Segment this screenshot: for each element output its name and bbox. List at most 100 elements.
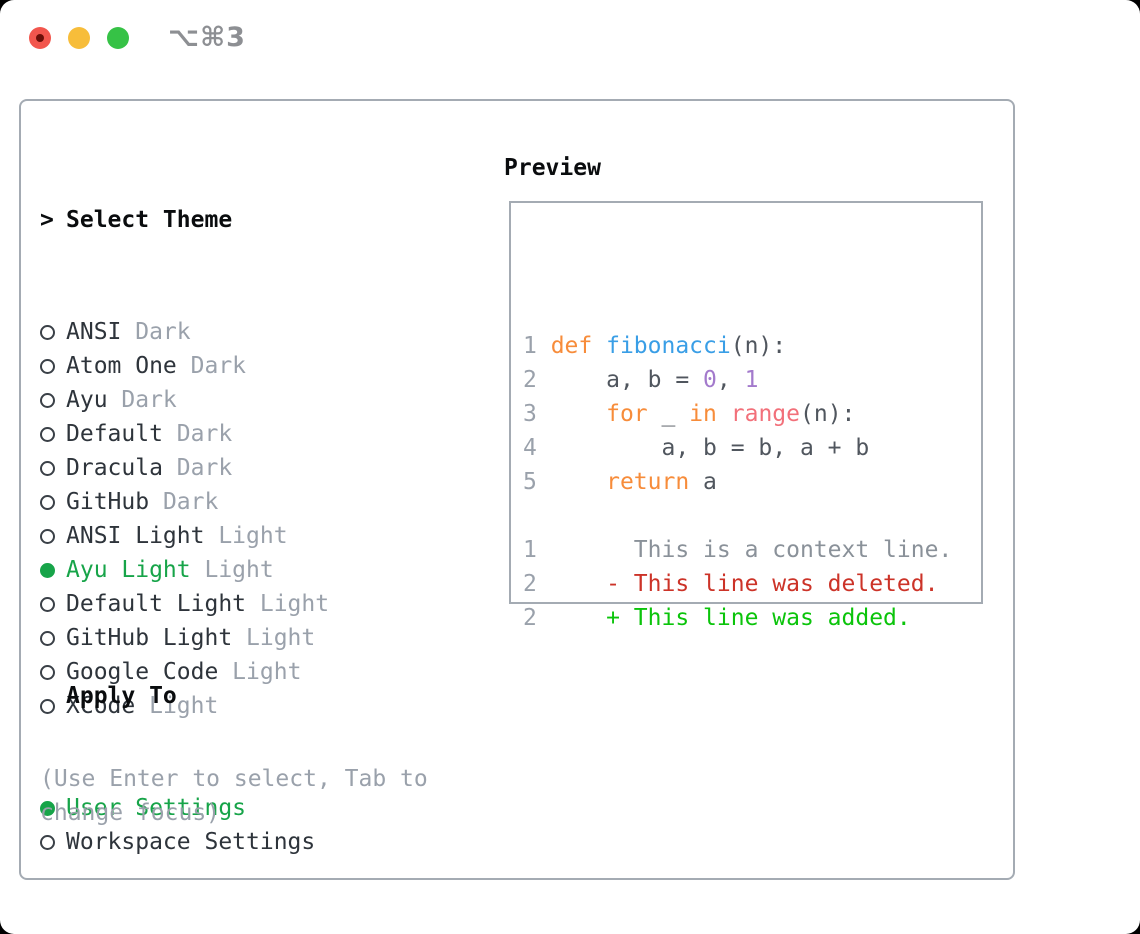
code-token	[717, 401, 731, 427]
option-label: ANSI	[66, 319, 122, 345]
code-token: a, b = b, a + b	[550, 435, 870, 461]
code-token: return	[606, 469, 690, 495]
preview-code-line: 4 a, b = b, a + b	[523, 431, 952, 465]
preview-code-line: 5 return a	[523, 465, 952, 499]
code-token: ,	[716, 367, 745, 393]
theme-variant-badge: Light	[232, 625, 316, 651]
option-label: GitHub	[66, 489, 150, 515]
keyboard-hint: (Use Enter to select, Tab to change focu…	[40, 766, 428, 826]
code-token: a, b =	[550, 367, 704, 393]
code-token: def	[550, 333, 607, 359]
option-label: User Settings	[66, 795, 247, 821]
apply-to-option[interactable]: User Settings	[40, 791, 315, 825]
window-title: ⌥⌘3	[168, 22, 246, 53]
theme-option[interactable]: Default Dark	[40, 417, 329, 451]
radio-unselected-icon	[40, 358, 66, 374]
close-button[interactable]	[29, 27, 51, 49]
line-number: 2	[523, 571, 551, 597]
apply-to-title: Apply To	[66, 683, 177, 709]
theme-variant-badge: Dark	[162, 421, 233, 447]
preview-code-line: 1 This is a context line.	[523, 533, 952, 567]
radio-unselected-icon	[40, 494, 66, 510]
radio-unselected-icon	[40, 664, 66, 680]
line-number: 4	[523, 435, 551, 461]
apply-to-header: Apply To	[40, 679, 315, 713]
code-token: for	[606, 401, 648, 427]
theme-variant-badge: Light	[218, 659, 302, 685]
line-number: 5	[523, 469, 551, 495]
line-number	[523, 503, 537, 529]
preview-code-line: 2 + This line was added.	[523, 601, 952, 635]
code-token: a	[689, 469, 717, 495]
theme-variant-badge: Dark	[162, 455, 233, 481]
theme-variant-badge: Dark	[149, 489, 219, 515]
radio-unselected-icon	[40, 596, 66, 612]
focus-caret-icon: >	[40, 207, 54, 233]
option-label: GitHub Light	[66, 625, 233, 651]
code-token: range	[730, 401, 800, 427]
code-token: This is a context line.	[550, 537, 953, 563]
theme-variant-badge: Dark	[121, 319, 191, 345]
code-token: 0	[703, 367, 717, 393]
preview-code-line: 3 for _ in range(n):	[523, 397, 952, 431]
theme-option[interactable]: Ayu Dark	[40, 383, 329, 417]
code-token	[551, 469, 606, 495]
radio-unselected-icon	[40, 630, 66, 646]
theme-variant-badge: Dark	[176, 353, 247, 379]
theme-option[interactable]: ANSI Dark	[40, 315, 329, 349]
minimize-button[interactable]	[68, 27, 90, 49]
option-label: Ayu Light	[66, 557, 191, 583]
theme-variant-badge: Light	[135, 693, 219, 719]
theme-option[interactable]: ANSI Light Light	[40, 519, 329, 553]
line-number: 1	[523, 333, 551, 359]
theme-option[interactable]: GitHub Dark	[40, 485, 329, 519]
code-token: 1	[744, 367, 759, 393]
theme-option[interactable]: Dracula Dark	[40, 451, 329, 485]
code-token: - This line was deleted.	[550, 571, 939, 597]
theme-list-title: Select Theme	[66, 207, 233, 233]
radio-unselected-icon	[40, 834, 66, 850]
option-label: Ayu	[66, 387, 108, 413]
option-label: Dracula	[66, 455, 163, 481]
theme-option[interactable]: Atom One Dark	[40, 349, 329, 383]
radio-unselected-icon	[40, 324, 66, 340]
radio-unselected-icon	[40, 698, 66, 714]
preview-code-line: 2 a, b = 0, 1	[523, 363, 952, 397]
zoom-button[interactable]	[107, 27, 129, 49]
code-token: (n):	[730, 333, 787, 359]
traffic-lights	[29, 27, 129, 49]
line-number: 1	[523, 537, 551, 563]
code-token: + This line was added.	[550, 605, 911, 631]
code-token	[551, 401, 606, 427]
theme-option[interactable]: XCode Light	[40, 689, 329, 723]
code-token: fibonacci	[606, 333, 731, 359]
preview-code-line	[523, 499, 952, 533]
theme-option[interactable]: Default Light Light	[40, 587, 329, 621]
radio-unselected-icon	[40, 460, 66, 476]
preview-code-line: 2 - This line was deleted.	[523, 567, 952, 601]
theme-option[interactable]: GitHub Light Light	[40, 621, 329, 655]
option-label: Workspace Settings	[66, 829, 316, 855]
theme-variant-badge: Dark	[107, 387, 177, 413]
theme-option[interactable]: Google Code Light	[40, 655, 329, 689]
line-number: 3	[523, 401, 551, 427]
code-token: _	[647, 401, 690, 427]
apply-to-option[interactable]: Workspace Settings	[40, 825, 315, 859]
theme-option[interactable]: Ayu Light Light	[40, 553, 329, 587]
preview-title: Preview	[504, 155, 601, 181]
radio-selected-icon	[40, 800, 66, 816]
option-label: Default	[66, 421, 163, 447]
radio-unselected-icon	[40, 528, 66, 544]
option-label: Default Light	[66, 591, 247, 617]
option-label: XCode	[66, 693, 136, 719]
radio-unselected-icon	[40, 426, 66, 442]
theme-variant-badge: Light	[204, 523, 288, 549]
code-token: (n):	[800, 401, 856, 427]
line-number: 2	[523, 367, 551, 393]
radio-unselected-icon	[40, 392, 66, 408]
apply-to-indent	[40, 683, 66, 709]
line-number: 2	[523, 605, 551, 631]
